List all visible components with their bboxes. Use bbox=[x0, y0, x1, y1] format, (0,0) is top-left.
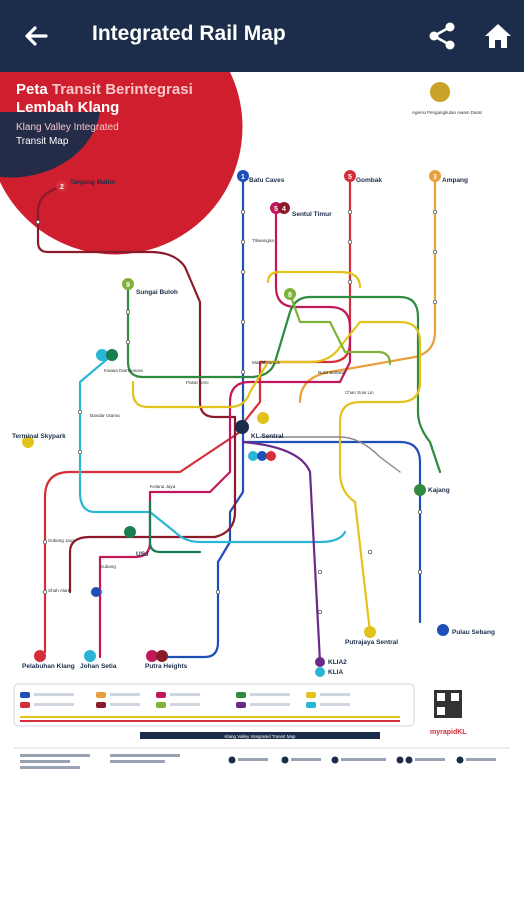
line-monorail bbox=[288, 292, 392, 366]
footer-contact-row bbox=[20, 754, 496, 769]
station-johan-setia: Johan Setia bbox=[80, 663, 117, 670]
map-title-ms-1: Peta bbox=[16, 81, 52, 98]
badge-2: 2 bbox=[60, 184, 64, 191]
line-ktm-seremban bbox=[158, 178, 245, 659]
home-icon[interactable] bbox=[482, 20, 514, 52]
station-subang-jaya: Subang Jaya bbox=[48, 538, 75, 543]
badge-4: 4 bbox=[282, 206, 286, 213]
footer-bar bbox=[140, 732, 380, 739]
station-sentul-timur: Sentul Timur bbox=[292, 211, 332, 218]
legend-items bbox=[20, 692, 400, 722]
footer-note: Klang Valley Integrated Transit Map bbox=[225, 734, 296, 739]
station-chan-sow-lin: Chan Sow Lin bbox=[345, 390, 374, 395]
station-usj: USJ bbox=[136, 551, 149, 558]
map-title-en-2: Transit Map bbox=[16, 136, 69, 147]
header-navy-arc bbox=[0, 112, 100, 178]
agency-label: Agensi Pengangkutan Awam Darat bbox=[412, 110, 482, 115]
station-klia: KLIA bbox=[328, 669, 343, 676]
station-kwasa-damansara: Kwasa Damansara bbox=[104, 368, 143, 373]
share-icon[interactable] bbox=[426, 20, 458, 52]
station-pulau-sebang: Pulau Sebang bbox=[452, 629, 495, 636]
station-tanjung-malim: Tanjung Malim bbox=[70, 179, 115, 186]
station-pasar-seni: Pasar Seni bbox=[186, 380, 208, 385]
badge-8: 8 bbox=[288, 292, 292, 299]
line-brt-sunway bbox=[148, 500, 202, 554]
map-title-ms-3: Lembah Klang bbox=[16, 99, 119, 116]
crest-icon bbox=[430, 82, 450, 102]
line-connector-gray bbox=[259, 436, 401, 473]
line-klia-ekspres bbox=[241, 440, 322, 664]
badge-5: 5 bbox=[274, 206, 278, 213]
station-putra-heights: Putra Heights bbox=[145, 663, 188, 670]
line-kelana-jaya bbox=[274, 210, 352, 384]
line-mrt-putrajaya-north bbox=[266, 270, 362, 289]
station-kl-sentral: KL Sentral bbox=[251, 433, 284, 440]
badge-5b: 5 bbox=[348, 174, 352, 181]
station-ampang: Ampang bbox=[442, 177, 468, 184]
station-pelabuhan-klang: Pelabuhan Klang bbox=[22, 663, 75, 670]
line-sri-petaling-south bbox=[68, 415, 237, 594]
station-batu-caves: Batu Caves bbox=[249, 177, 285, 184]
station-terminal-skypark: Terminal Skypark bbox=[12, 433, 66, 440]
line-ktm-port-klang-west bbox=[43, 430, 242, 654]
station-bandar-utama: Bandar Utama bbox=[90, 413, 120, 418]
station-subang: Subang bbox=[100, 564, 116, 569]
line-sri-petaling bbox=[36, 185, 237, 419]
station-masjid-jamek: Masjid Jamek bbox=[252, 360, 281, 365]
badge-9: 9 bbox=[126, 282, 130, 289]
station-gombak: Gombak bbox=[356, 177, 382, 184]
line-ktm-seremban-south bbox=[241, 440, 422, 624]
line-mrt-kajang bbox=[126, 282, 442, 474]
line-kelana-jaya-south bbox=[98, 380, 342, 659]
station-sungai-buloh: Sungai Buloh bbox=[136, 289, 178, 296]
svg-text:Peta Transit Berintegrasi: Peta Transit Berintegrasi bbox=[16, 81, 193, 98]
footer-brand: myrapidKL bbox=[430, 729, 467, 736]
station-titiwangsa: Titiwangsa bbox=[252, 238, 274, 243]
arrow-left-icon[interactable] bbox=[20, 20, 52, 52]
line-mrt-putrajaya bbox=[131, 320, 422, 634]
rail-map[interactable]: Peta Transit Berintegrasi Lembah Klang K… bbox=[0, 72, 524, 780]
line-ampang bbox=[298, 178, 437, 404]
line-shah-alam-east bbox=[233, 530, 347, 544]
badge-3: 3 bbox=[433, 174, 437, 181]
line-shah-alam bbox=[78, 353, 237, 544]
station-klia2: KLIA2 bbox=[328, 659, 347, 666]
station-kajang: Kajang bbox=[428, 487, 450, 494]
page-title: Integrated Rail Map bbox=[92, 22, 286, 45]
station-shah-alam: Shah Alam bbox=[48, 588, 70, 593]
station-kelana-jaya: Kelana Jaya bbox=[150, 484, 176, 489]
badge-1: 1 bbox=[241, 174, 245, 181]
station-putrajaya-sentral: Putrajaya Sentral bbox=[345, 639, 398, 646]
map-title-ms-2: Transit Berintegrasi bbox=[52, 81, 193, 98]
map-title-en-1: Klang Valley Integrated bbox=[16, 122, 119, 133]
app-bar: Integrated Rail Map bbox=[0, 0, 524, 72]
station-bukit-bintang: Bukit Bintang bbox=[318, 370, 346, 375]
line-badges: 2 1 5 4 5 3 9 8 bbox=[22, 170, 449, 677]
